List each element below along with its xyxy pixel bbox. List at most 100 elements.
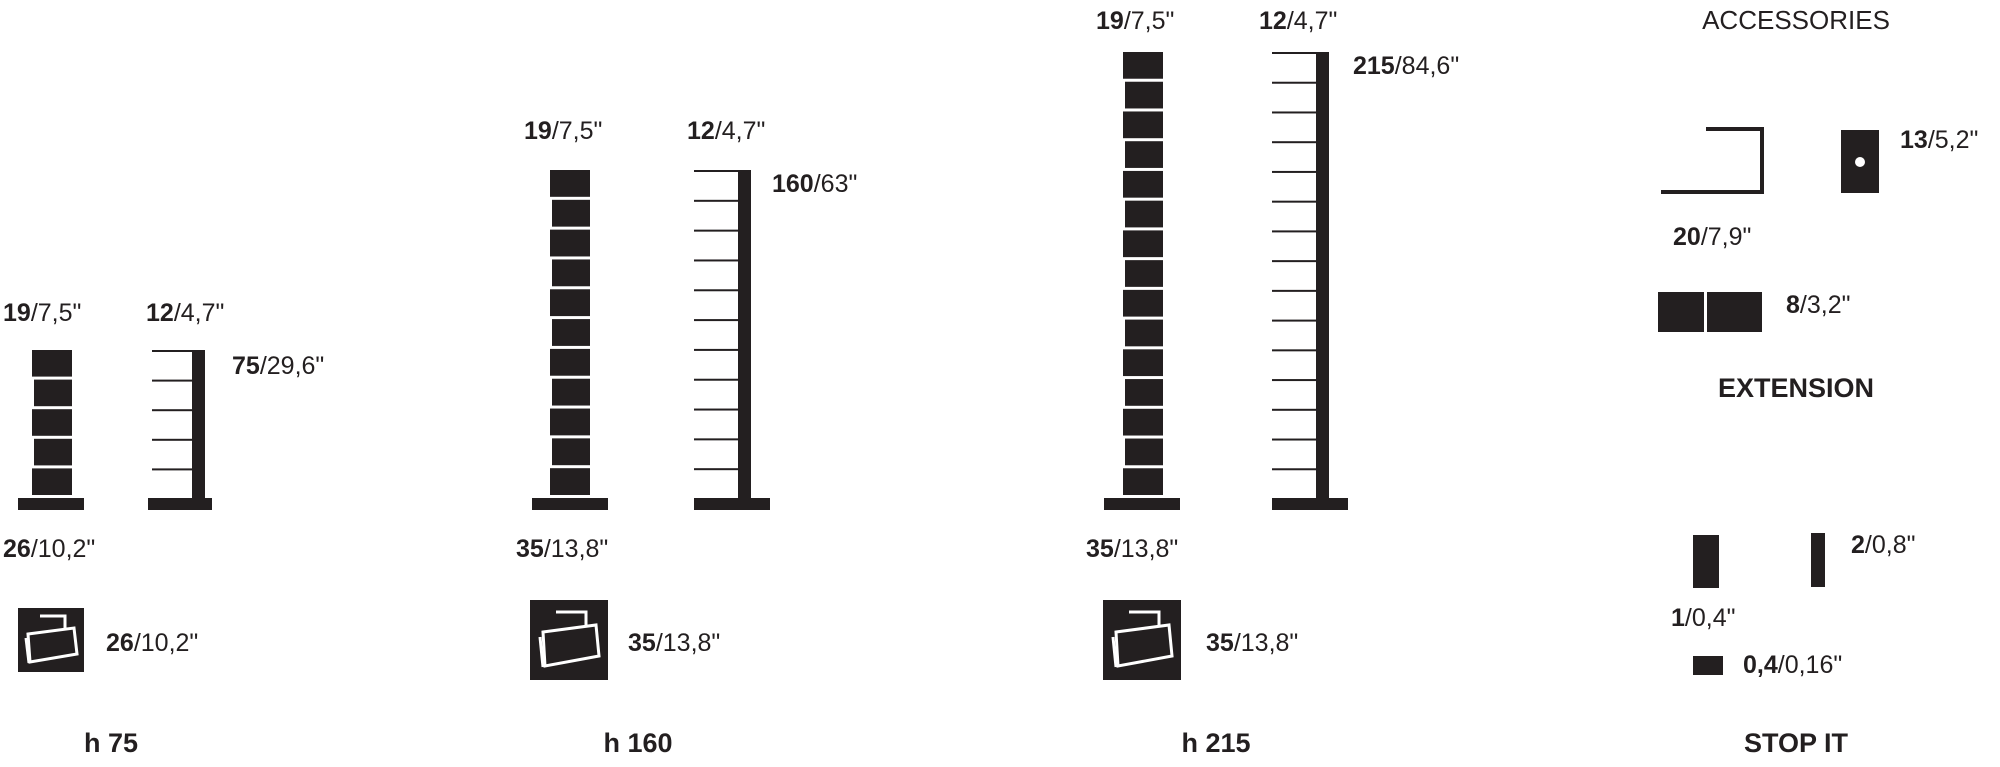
book-block — [1123, 408, 1163, 436]
stop-thin-label: 2/0,8" — [1851, 531, 1915, 559]
base-plate-icon — [18, 608, 84, 672]
shelf-tick — [152, 379, 192, 382]
shelf-tick — [694, 199, 738, 202]
height-label: 160/63" — [772, 170, 857, 198]
base-plate-label: 26/10,2" — [106, 629, 198, 657]
shelf-tick — [694, 319, 738, 322]
shelf-tick — [152, 468, 192, 471]
shelf-tick — [1272, 230, 1316, 233]
shelf-base — [1272, 498, 1348, 510]
shelf-tick — [694, 378, 738, 381]
book-block — [1123, 468, 1163, 495]
model-h215: 19/7,5" 12/4,7" 215/84,6" 35/13,8" 35/13… — [1086, 7, 1459, 758]
book-block — [1125, 141, 1163, 168]
shelf-tick — [694, 170, 738, 172]
book-block — [550, 170, 590, 197]
base-plate-icon — [1103, 600, 1181, 680]
shelf-tick — [1272, 52, 1316, 54]
book-block — [32, 468, 72, 495]
book-block — [552, 438, 590, 466]
model-name: h 75 — [84, 728, 138, 758]
stack-base — [532, 498, 608, 510]
book-width-label: 19/7,5" — [1096, 7, 1174, 35]
extension-depth-label: 8/3,2" — [1786, 291, 1850, 319]
shelf-column — [148, 350, 212, 510]
book-stack — [1104, 52, 1180, 510]
extension-heading: EXTENSION — [1718, 373, 1874, 403]
shelf-depth-label: 12/4,7" — [687, 117, 765, 145]
shelf-tick — [694, 468, 738, 471]
book-block — [1125, 200, 1163, 228]
model-name: h 215 — [1181, 728, 1250, 758]
shelf-tick — [1272, 319, 1316, 322]
stop-flat-label: 0,4/0,16" — [1743, 651, 1842, 679]
stop-thick-icon — [1693, 535, 1719, 588]
book-block — [1125, 81, 1163, 109]
book-block — [550, 289, 590, 317]
shelf-tick — [1272, 111, 1316, 114]
book-block — [1125, 319, 1163, 347]
accessories-panel: ACCESSORIES 20/7,9" 13/5,2" 8/3,2" EXTEN… — [1658, 5, 1978, 758]
shelf-tick — [1272, 349, 1316, 352]
shelf-post — [738, 170, 751, 498]
shelf-tick — [1272, 438, 1316, 441]
clip-size-label: 13/5,2" — [1900, 126, 1978, 154]
book-block — [1123, 52, 1163, 79]
book-width-label: 19/7,5" — [524, 117, 602, 145]
shelf-tick — [694, 348, 738, 351]
book-block — [552, 259, 590, 287]
book-block — [550, 229, 590, 257]
shelf-tick — [1272, 408, 1316, 411]
book-block — [1123, 170, 1163, 198]
book-block — [1123, 111, 1163, 139]
shelf-post — [1316, 52, 1329, 498]
shelf-tick — [1272, 141, 1316, 144]
stop-flat-icon — [1693, 656, 1723, 675]
height-label: 215/84,6" — [1353, 52, 1459, 80]
bracket-icon — [1661, 127, 1764, 194]
book-block — [1123, 230, 1163, 258]
shelf-base — [148, 498, 212, 510]
model-h160: 19/7,5" 12/4,7" 160/63" 35/13,8" 35/13,8… — [516, 117, 857, 758]
shelf-tick — [1272, 81, 1316, 84]
base-plate-label: 35/13,8" — [628, 629, 720, 657]
shelf-tick — [694, 438, 738, 441]
book-block — [34, 379, 72, 407]
shelf-tick — [1272, 200, 1316, 203]
book-width-label: 19/7,5" — [3, 299, 81, 327]
shelf-column — [1272, 52, 1348, 510]
shelf-tick — [694, 408, 738, 411]
shelf-tick — [1272, 289, 1316, 292]
base-width-label: 35/13,8" — [516, 535, 608, 563]
accessories-heading: ACCESSORIES — [1702, 5, 1890, 35]
shelf-tick — [1272, 170, 1316, 173]
shelf-base — [694, 498, 770, 510]
base-plate-label: 35/13,8" — [1206, 629, 1298, 657]
book-block — [552, 378, 590, 406]
shelf-tick — [1272, 379, 1316, 382]
model-h75: 19/7,5" 12/4,7" 75/29,6" 26/10,2" 26/10,… — [3, 299, 324, 758]
shelf-tick — [694, 229, 738, 232]
book-block — [34, 438, 72, 466]
extension-icon — [1658, 292, 1762, 332]
model-name: h 160 — [603, 728, 672, 758]
bracket-width-label: 20/7,9" — [1673, 223, 1751, 251]
shelf-tick — [694, 259, 738, 262]
shelf-tick — [152, 438, 192, 441]
shelf-tick — [694, 289, 738, 292]
height-label: 75/29,6" — [232, 352, 324, 380]
book-block — [550, 348, 590, 376]
shelf-tick — [1272, 468, 1316, 471]
base-width-label: 26/10,2" — [3, 535, 95, 563]
base-width-label: 35/13,8" — [1086, 535, 1178, 563]
stop-thick-label: 1/0,4" — [1671, 604, 1735, 632]
book-block — [32, 350, 72, 377]
stack-base — [18, 498, 84, 510]
book-block — [1125, 260, 1163, 287]
book-block — [1125, 379, 1163, 406]
book-block — [1123, 289, 1163, 317]
book-block — [1123, 349, 1163, 377]
book-stack — [532, 170, 608, 510]
shelf-depth-label: 12/4,7" — [1259, 7, 1337, 35]
